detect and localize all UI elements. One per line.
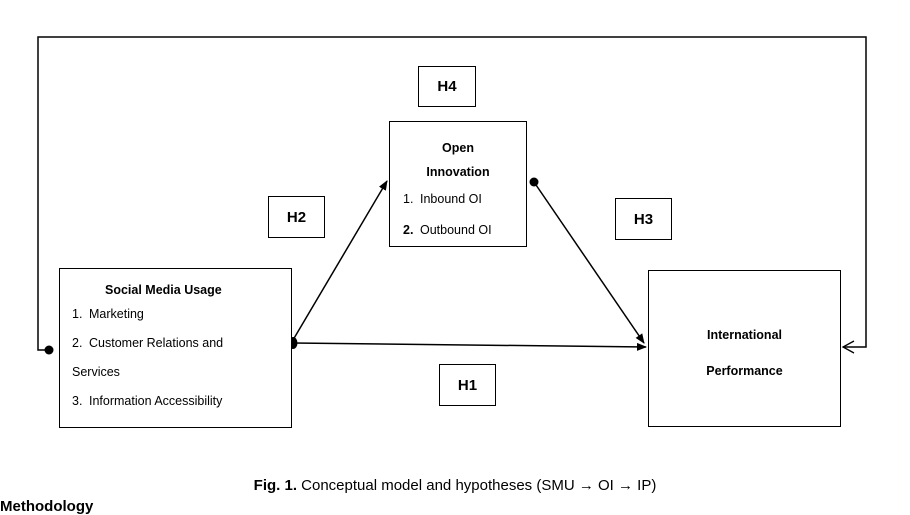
edge-h2-line bbox=[292, 180, 388, 341]
section-heading-partial: Methodology bbox=[0, 498, 94, 515]
oi-item-text: Inbound OI bbox=[420, 192, 482, 206]
ip-title-line1: International bbox=[706, 327, 782, 342]
edge-h1-line bbox=[292, 342, 647, 351]
edge-h3-line bbox=[533, 181, 645, 344]
edge-h4-loop bbox=[37, 36, 867, 355]
figure-caption: Fig. 1. Conceptual model and hypotheses … bbox=[0, 477, 910, 494]
oi-title-line2: Innovation bbox=[426, 165, 490, 179]
smu-title: Social Media Usage bbox=[105, 283, 222, 297]
hypothesis-h3-label: H3 bbox=[615, 198, 672, 240]
hypothesis-h4-label: H4 bbox=[418, 66, 476, 107]
node-social-media-usage: Social Media Usage 1. Marketing 2. Custome… bbox=[59, 268, 292, 428]
node-international-performance: International Performance bbox=[648, 270, 841, 427]
smu-item-text: Services bbox=[72, 365, 120, 379]
oi-item-number: 1. bbox=[403, 192, 414, 206]
oi-title-line1: Open bbox=[442, 141, 474, 155]
oi-item-text: Outbound OI bbox=[420, 223, 492, 237]
oi-item-inbound: 1. Inbound OI bbox=[403, 184, 526, 215]
smu-item-information-accessibility: 3. Information Accessibility bbox=[72, 387, 291, 416]
edge-h4-line bbox=[37, 36, 867, 354]
smu-item-text: Information Accessibility bbox=[89, 394, 223, 408]
smu-item-number: 3. bbox=[72, 394, 83, 408]
oi-item-outbound: 2. Outbound OI bbox=[403, 215, 526, 246]
edge-h3 bbox=[529, 177, 645, 344]
hypothesis-h2-label: H2 bbox=[268, 196, 325, 238]
oi-item-number: 2. bbox=[403, 223, 414, 237]
smu-item-marketing: 1. Marketing bbox=[72, 300, 291, 329]
ip-title-line2: Performance bbox=[706, 363, 783, 378]
smu-item-number: 1. bbox=[72, 307, 83, 321]
figure-caption-text: Conceptual model and hypotheses (SMU → O… bbox=[297, 477, 657, 494]
smu-item-number: 2. bbox=[72, 336, 83, 350]
hypothesis-h1-label: H1 bbox=[439, 364, 496, 406]
smu-item-text: Customer Relations and bbox=[89, 336, 224, 350]
node-open-innovation: Open Innovation 1. Inbound OI 2. Outbound … bbox=[389, 121, 527, 247]
smu-item-customer-relations-cont: Services bbox=[72, 358, 291, 387]
smu-item-text: Marketing bbox=[89, 307, 144, 321]
smu-item-customer-relations: 2. Customer Relations and bbox=[72, 329, 291, 358]
edge-h1 bbox=[292, 342, 647, 351]
figure-caption-label: Fig. 1. bbox=[253, 477, 297, 494]
